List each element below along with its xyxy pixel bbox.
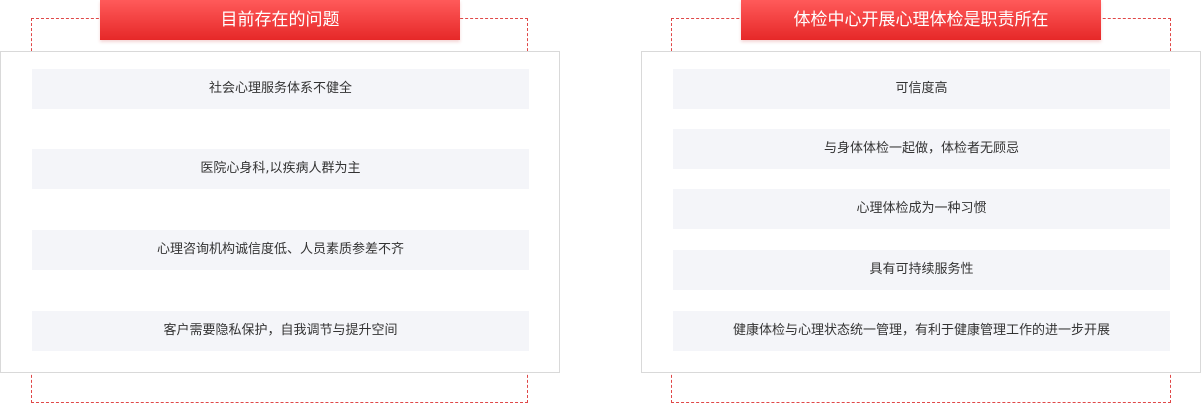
responsibility-title: 体检中心开展心理体检是职责所在 [741,0,1101,40]
responsibility-item: 心理体检成为一种习惯 [673,189,1170,229]
responsibility-item: 可信度高 [673,69,1170,109]
problems-panel: 社会心理服务体系不健全 医院心身科,以疾病人群为主 心理咨询机构诚信度低、人员素… [0,0,560,405]
responsibility-item: 具有可持续服务性 [673,250,1170,290]
problem-item: 心理咨询机构诚信度低、人员素质参差不齐 [32,230,529,270]
responsibility-panel: 可信度高 与身体体检一起做，体检者无顾忌 心理体检成为一种习惯 具有可持续服务性… [641,0,1201,405]
responsibility-card: 可信度高 与身体体检一起做，体检者无顾忌 心理体检成为一种习惯 具有可持续服务性… [641,51,1201,373]
problem-item: 社会心理服务体系不健全 [32,69,529,109]
problems-title: 目前存在的问题 [100,0,460,40]
problem-item: 医院心身科,以疾病人群为主 [32,149,529,189]
problem-item: 客户需要隐私保护，自我调节与提升空间 [32,311,529,351]
problems-card: 社会心理服务体系不健全 医院心身科,以疾病人群为主 心理咨询机构诚信度低、人员素… [0,51,560,373]
responsibility-item: 与身体体检一起做，体检者无顾忌 [673,129,1170,169]
responsibility-item: 健康体检与心理状态统一管理，有利于健康管理工作的进一步开展 [673,311,1170,351]
